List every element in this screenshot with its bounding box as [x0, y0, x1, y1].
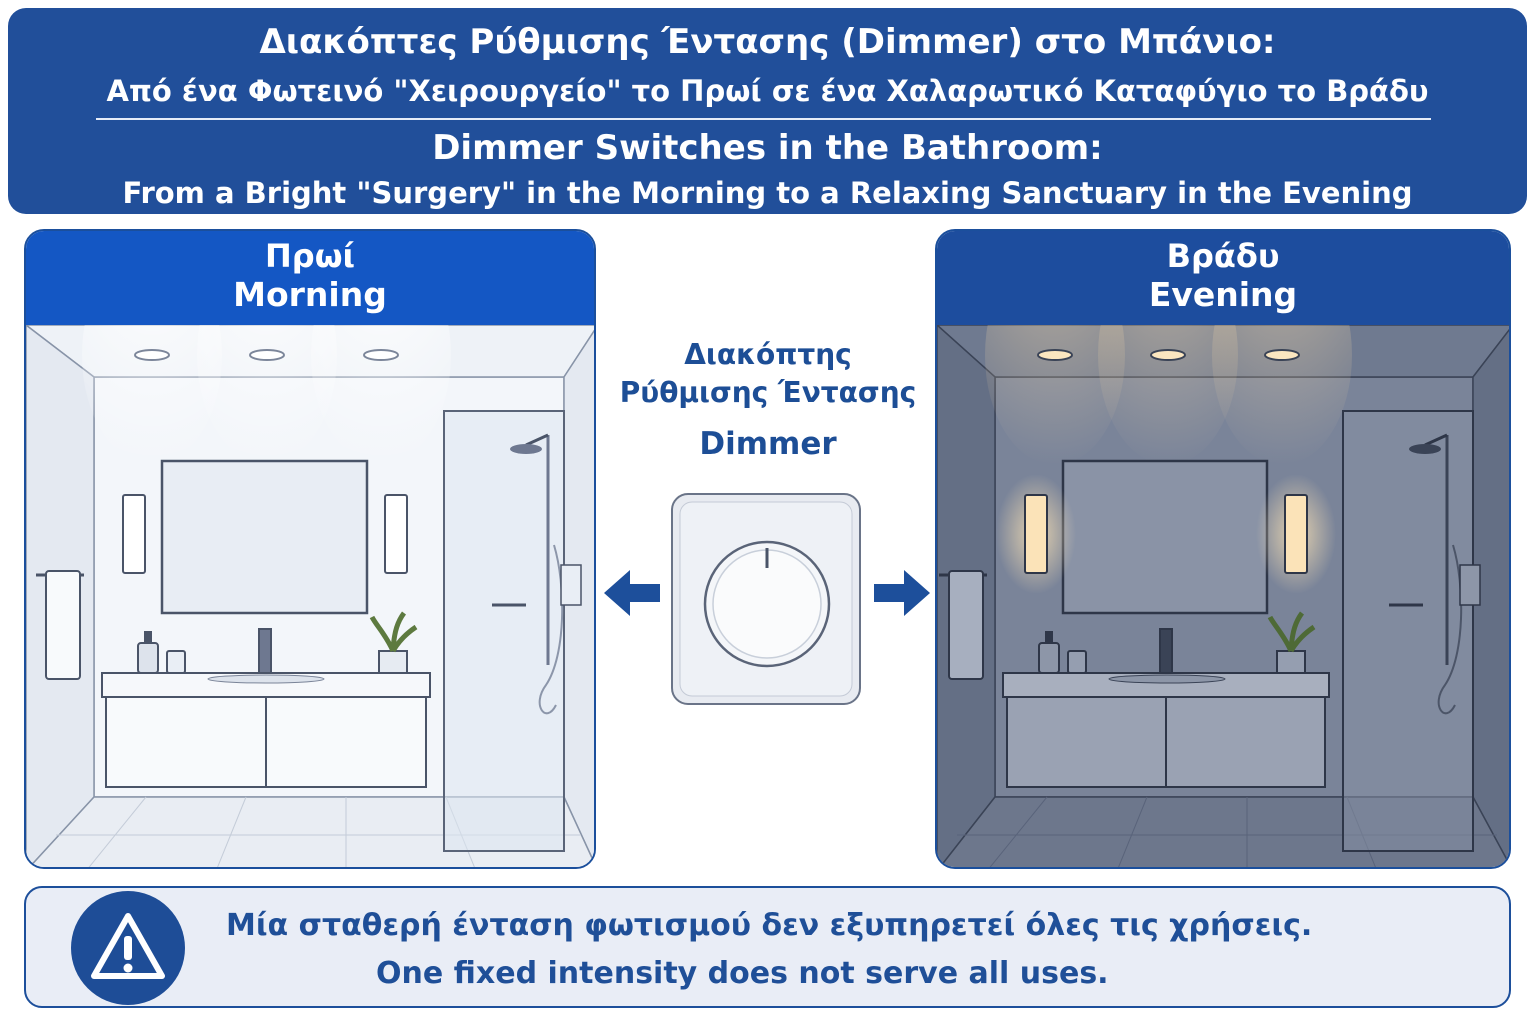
morning-label-english: Morning — [233, 275, 387, 314]
dimmer-label-greek-line1: Διακόπτης — [684, 338, 852, 371]
morning-label-greek: Πρωί — [265, 237, 355, 275]
header-banner: Διακόπτες Ρύθμισης Έντασης (Dimmer) στο … — [8, 8, 1527, 214]
morning-panel-header: Πρωί Morning — [26, 231, 594, 325]
dimmer-label-greek-line2: Ρύθμισης Έντασης — [619, 376, 917, 409]
dimmer-knob-icon — [671, 493, 861, 705]
note-text-greek: Μία σταθερή ένταση φωτισμού δεν εξυπηρετ… — [226, 908, 1313, 943]
note-text-english: One fixed intensity does not serve all u… — [376, 956, 1109, 991]
arrow-left-icon — [604, 570, 660, 616]
evening-label-greek: Βράδυ — [1166, 237, 1280, 275]
evening-panel: Βράδυ Evening — [935, 229, 1511, 869]
morning-bathroom-illustration — [26, 325, 594, 867]
subtitle-greek: Από ένα Φωτεινό "Χειρουργείο" το Πρωί σε… — [106, 74, 1429, 108]
evening-label-english: Evening — [1148, 275, 1298, 314]
towel-icon — [45, 570, 81, 680]
title-english: Dimmer Switches in the Bathroom: — [432, 128, 1103, 168]
evening-panel-header: Βράδυ Evening — [937, 231, 1509, 325]
evening-bathroom-illustration — [937, 325, 1509, 867]
arrow-right-icon — [874, 570, 930, 616]
dimmer-label-english: Dimmer — [699, 426, 837, 462]
warning-note: Μία σταθερή ένταση φωτισμού δεν εξυπηρετ… — [24, 886, 1511, 1008]
warning-icon — [71, 891, 185, 1005]
header-divider — [96, 118, 1431, 120]
subtitle-english: From a Bright "Surgery" in the Morning t… — [122, 176, 1413, 210]
plant-icon — [369, 611, 418, 653]
title-greek: Διακόπτες Ρύθμισης Έντασης (Dimmer) στο … — [259, 22, 1276, 62]
morning-panel: Πρωί Morning — [24, 229, 596, 869]
